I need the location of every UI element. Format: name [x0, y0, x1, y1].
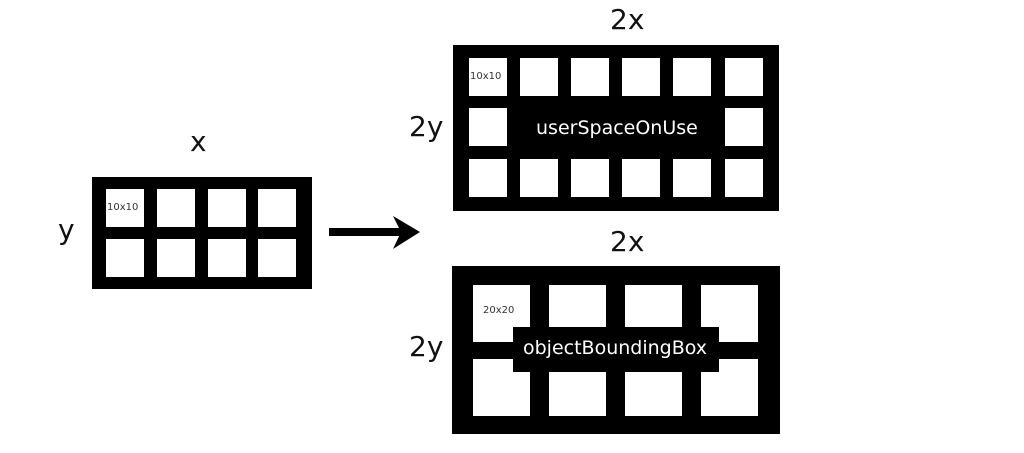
user-space-height-label: 2y — [409, 110, 444, 143]
object-bbox-height-label: 2y — [409, 330, 444, 363]
tile — [258, 189, 296, 227]
tile — [571, 58, 609, 96]
user-space-tile-size-label: 10x10 — [470, 71, 502, 82]
object-bbox-box: 20x20 objectBoundingBox — [452, 266, 780, 434]
tile — [520, 58, 558, 96]
source-width-label: x — [190, 125, 207, 158]
tile — [469, 108, 507, 146]
source-height-label: y — [58, 213, 75, 246]
object-bbox-mode-label: objectBoundingBox — [523, 337, 708, 359]
arrow-right-icon — [329, 216, 420, 249]
object-bbox-label-background — [513, 327, 719, 372]
tile — [622, 159, 660, 197]
tile — [208, 189, 246, 227]
tile — [520, 159, 558, 197]
tile — [469, 159, 507, 197]
tile — [258, 239, 296, 277]
tile — [673, 159, 711, 197]
source-pattern-box: 10x10 — [92, 177, 312, 289]
source-tile-size-label: 10x10 — [107, 202, 139, 213]
tile — [725, 159, 763, 197]
tile — [157, 189, 195, 227]
tile — [469, 58, 507, 96]
tile — [106, 239, 144, 277]
object-bbox-width-label: 2x — [610, 225, 645, 258]
tile — [571, 159, 609, 197]
object-bbox-tile-size-label: 20x20 — [483, 305, 515, 316]
tile — [157, 239, 195, 277]
tile — [106, 189, 144, 227]
tile — [622, 58, 660, 96]
tile — [673, 58, 711, 96]
user-space-mode-label: userSpaceOnUse — [536, 117, 698, 139]
tile — [208, 239, 246, 277]
user-space-box: 10x10 userSpaceOnUse — [453, 45, 779, 211]
tile — [725, 58, 763, 96]
tile — [725, 108, 763, 146]
user-space-width-label: 2x — [610, 3, 645, 36]
